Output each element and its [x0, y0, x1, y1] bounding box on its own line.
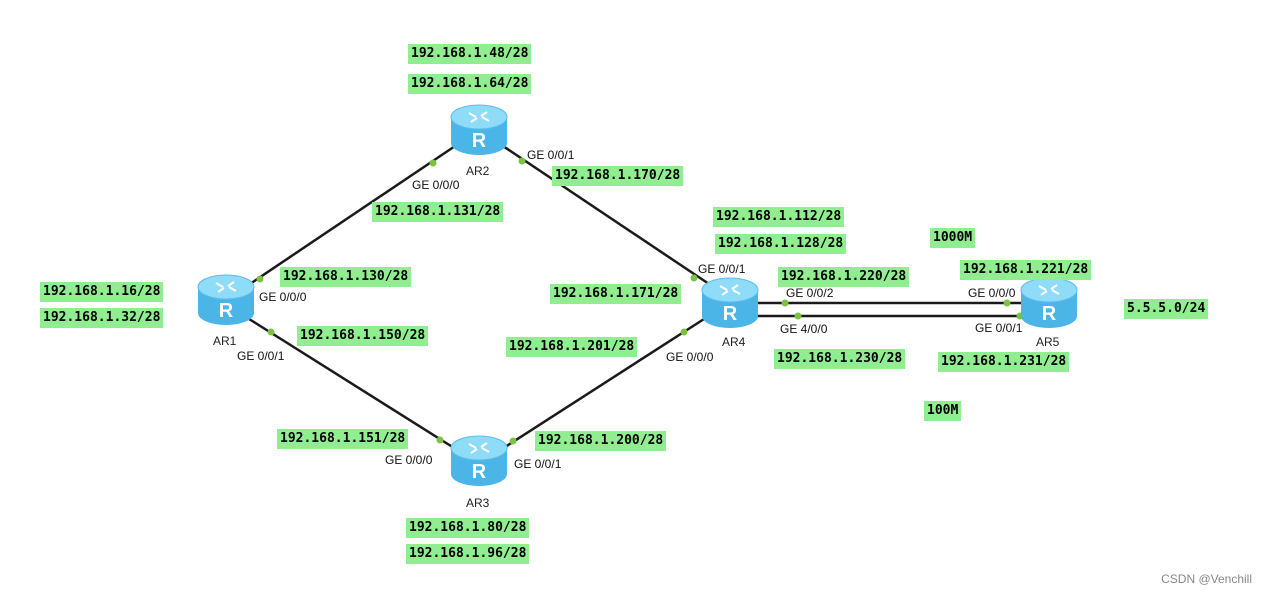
ip-label-ar4-to-ar5-100m: 192.168.1.230/28: [774, 349, 906, 369]
router-name-ar1: AR1: [213, 334, 237, 348]
port-label-ar1-ge001: GE 0/0/1: [237, 349, 285, 363]
port-label-ar3-ge001: GE 0/0/1: [514, 457, 562, 471]
ip-label-ar2-lan2: 192.168.1.64/28: [408, 74, 532, 94]
port-label-ar5-ge001: GE 0/0/1: [975, 321, 1023, 335]
ip-label-ar3-lan2: 192.168.1.96/28: [406, 544, 530, 564]
ip-label-ar3-to-ar4: 192.168.1.200/28: [535, 431, 667, 451]
port-label-ar2-ge000: GE 0/0/0: [412, 178, 460, 192]
svg-text:R: R: [472, 130, 487, 152]
port-dot-ar1-ge000: [256, 275, 264, 283]
link-ar1-ar3: [237, 310, 471, 460]
port-dot-ar3-ge001: [509, 437, 517, 445]
link-ar2-ar4: [487, 134, 719, 292]
router-ar5[interactable]: R: [1019, 276, 1079, 330]
ip-label-ar2-to-ar4: 192.168.1.170/28: [552, 166, 684, 186]
router-ar2[interactable]: R: [449, 103, 509, 157]
svg-text:R: R: [219, 300, 234, 322]
svg-text:R: R: [1042, 303, 1057, 325]
port-label-ar4-ge400: GE 4/0/0: [780, 322, 828, 336]
router-name-ar3: AR3: [466, 496, 490, 510]
port-dot-ar3-ge000: [436, 436, 444, 444]
port-dot-ar4-ge002: [781, 299, 789, 307]
ip-label-ar3-to-ar1: 192.168.1.151/28: [277, 429, 409, 449]
port-label-ar2-ge001: GE 0/0/1: [527, 148, 575, 162]
port-dot-ar2-ge001: [518, 157, 526, 165]
port-label-ar4-ge002: GE 0/0/2: [786, 286, 834, 300]
ip-label-ar1-to-ar2: 192.168.1.130/28: [280, 267, 412, 287]
ip-label-ar1-lan2: 192.168.1.32/28: [40, 308, 164, 328]
port-dot-ar2-ge000: [429, 159, 437, 167]
bandwidth-label-1000m: 1000M: [930, 228, 976, 248]
ip-label-ar2-lan1: 192.168.1.48/28: [408, 44, 532, 64]
router-ar3[interactable]: R: [449, 434, 509, 488]
port-label-ar4-ge001: GE 0/0/1: [698, 262, 746, 276]
svg-text:R: R: [723, 303, 738, 325]
ip-label-ar4-to-ar2: 192.168.1.171/28: [550, 284, 682, 304]
port-dot-ar4-ge001: [690, 274, 698, 282]
ip-label-ar1-lan1: 192.168.1.16/28: [40, 282, 164, 302]
ip-label-ar2-to-ar1: 192.168.1.131/28: [372, 202, 504, 222]
router-name-ar5: AR5: [1036, 335, 1060, 349]
port-dot-ar4-ge000: [680, 328, 688, 336]
port-label-ar4-ge000: GE 0/0/0: [666, 350, 714, 364]
ip-label-ar4-lan1: 192.168.1.112/28: [713, 207, 845, 227]
ip-label-ar4-to-ar5-1000m: 192.168.1.220/28: [778, 267, 910, 287]
router-name-ar2: AR2: [466, 164, 490, 178]
ip-label-ar5-to-ar4-1000m: 192.168.1.221/28: [960, 260, 1092, 280]
router-icon: R: [197, 274, 255, 325]
ip-label-ar5-external: 5.5.5.0/24: [1124, 299, 1209, 319]
router-icon: R: [450, 435, 508, 486]
port-label-ar3-ge000: GE 0/0/0: [385, 453, 433, 467]
port-label-ar1-ge000: GE 0/0/0: [259, 290, 307, 304]
port-dot-ar1-ge001: [267, 328, 275, 336]
port-dots: [256, 157, 1024, 445]
router-icon: R: [701, 277, 759, 328]
ip-label-ar1-to-ar3: 192.168.1.150/28: [297, 326, 429, 346]
bandwidth-label-100m: 100M: [924, 401, 962, 421]
router-ar4[interactable]: R: [700, 276, 760, 330]
router-name-ar4: AR4: [722, 335, 746, 349]
router-ar1[interactable]: R: [196, 273, 256, 327]
ip-label-ar5-to-ar4-100m: 192.168.1.231/28: [938, 352, 1070, 372]
svg-text:R: R: [472, 461, 487, 483]
port-label-ar5-ge000: GE 0/0/0: [968, 286, 1016, 300]
router-icon: R: [450, 104, 508, 155]
ip-label-ar4-to-ar3: 192.168.1.201/28: [506, 337, 638, 357]
ip-label-ar3-lan1: 192.168.1.80/28: [406, 518, 530, 538]
ip-label-ar4-lan2: 192.168.1.128/28: [715, 234, 847, 254]
link-ar3-ar4: [487, 308, 719, 460]
watermark: CSDN @Venchill: [1161, 572, 1252, 586]
router-icon: R: [1020, 277, 1078, 328]
port-dot-ar4-ge400: [794, 312, 802, 320]
port-dot-ar5-ge000: [1003, 299, 1011, 307]
